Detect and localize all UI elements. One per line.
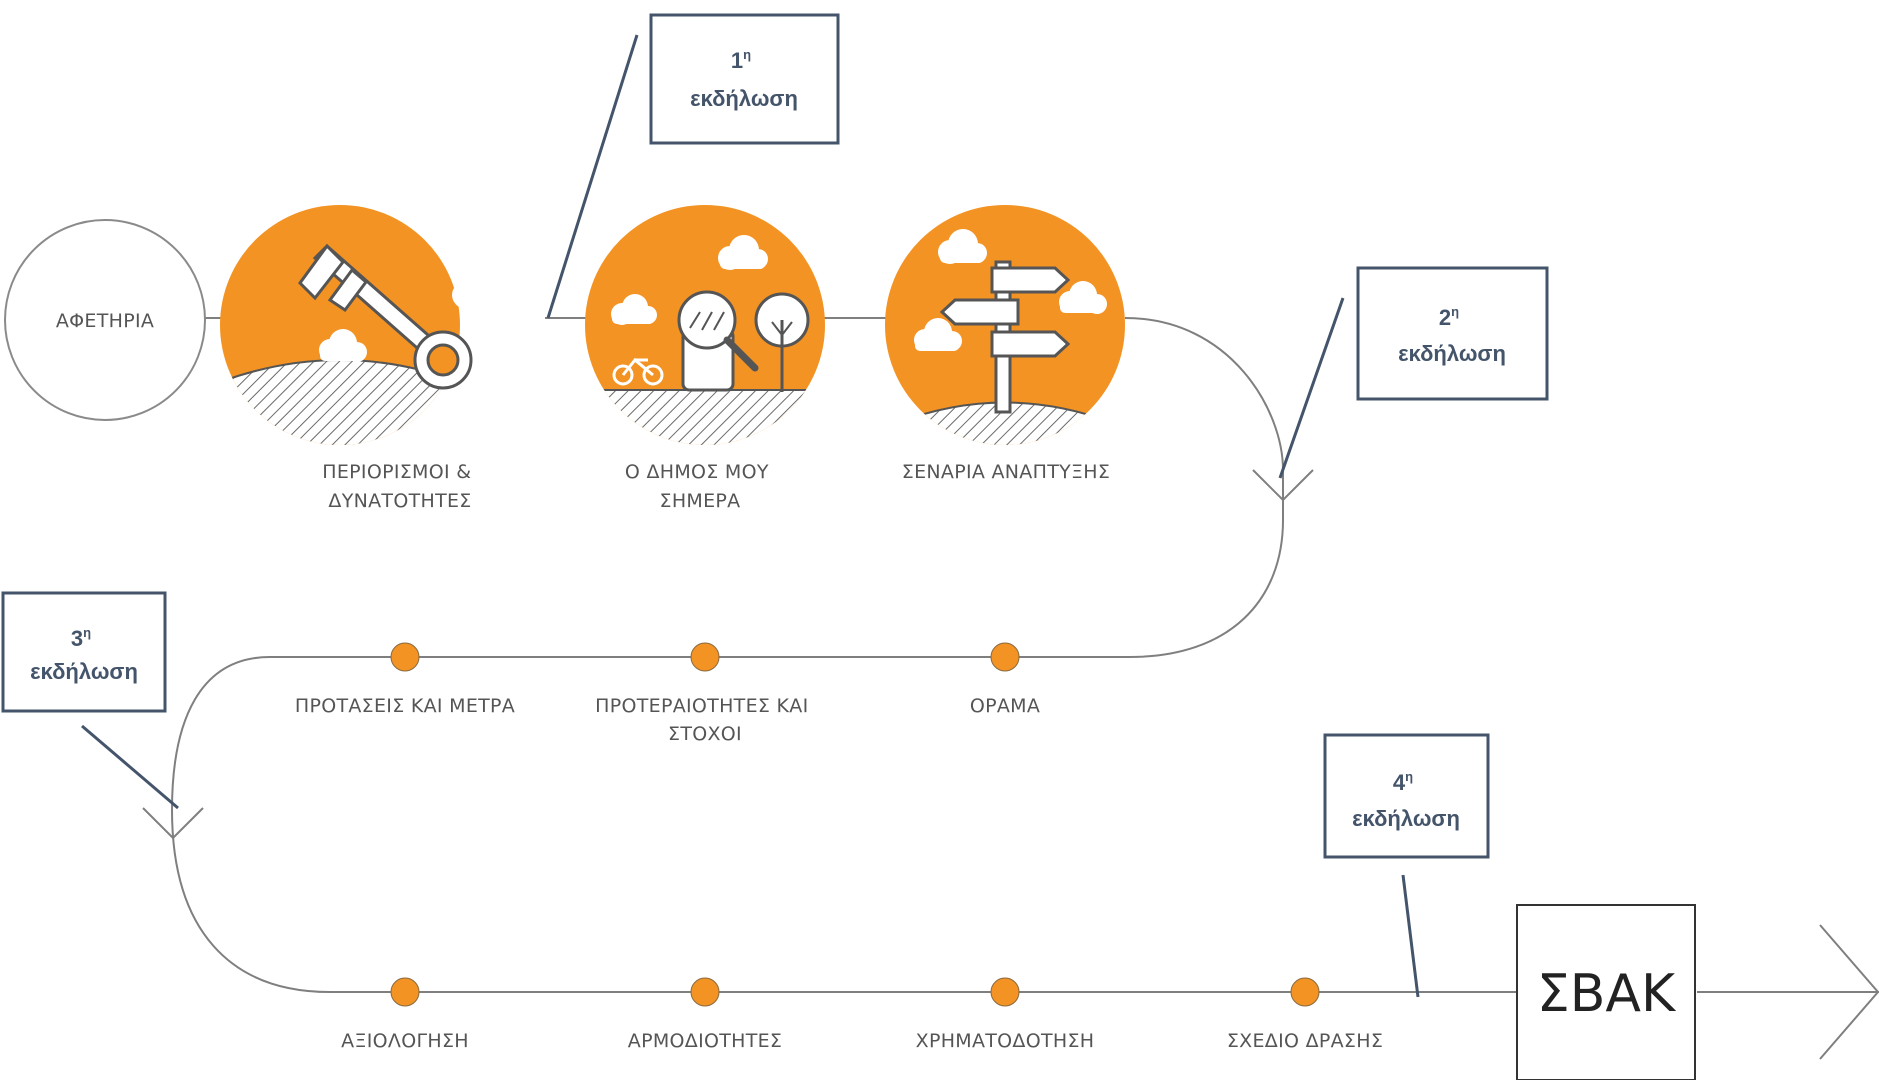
stage-label: ΑΞΙΟΛΟΓΗΣΗ bbox=[341, 1030, 469, 1052]
stage-scenarios-node bbox=[885, 205, 1125, 445]
cloud-icon bbox=[914, 318, 962, 351]
svg-text:4η εκδήλωση: 4η εκδήλωση bbox=[1352, 761, 1460, 831]
stage-dot bbox=[390, 642, 420, 672]
stage-today-node bbox=[585, 205, 825, 445]
svg-text:3η εκδήλωση: 3η εκδήλωση bbox=[30, 617, 138, 684]
stage-label: Ο ΔΗΜΟΣ ΜΟΥ ΣΗΜΕΡΑ bbox=[625, 461, 775, 512]
stage-label: ΟΡΑΜΑ bbox=[970, 695, 1040, 717]
stage-dot bbox=[390, 977, 420, 1007]
cloud-icon bbox=[319, 329, 367, 362]
tree-icon bbox=[754, 292, 810, 392]
stage-label: ΣΧΕΔΙΟ ΔΡΑΣΗΣ bbox=[1227, 1030, 1383, 1052]
stage-label: ΧΡΗΜΑΤΟΔΟΤΗΣΗ bbox=[916, 1030, 1095, 1052]
stage-label: ΑΡΜΟΔΙΟΤΗΤΕΣ bbox=[628, 1030, 782, 1052]
stage-label: ΠΕΡΙΟΡΙΣΜΟΙ & ΔΥΝΑΤΟΤΗΤΕΣ bbox=[322, 461, 477, 512]
stage-dot bbox=[690, 977, 720, 1007]
chevron-down-icon bbox=[142, 807, 204, 840]
event-callout: 1η εκδήλωση bbox=[546, 13, 840, 319]
end-node: ΣΒΑΚ bbox=[1516, 904, 1696, 1080]
svg-text:2η εκδήλωση: 2η εκδήλωση bbox=[1398, 296, 1506, 366]
key-icon bbox=[298, 243, 473, 390]
signpost-icon bbox=[939, 260, 1071, 414]
stage-dot bbox=[1290, 977, 1320, 1007]
chevron-down-icon bbox=[1252, 469, 1314, 502]
magnifier-bus-icon bbox=[677, 290, 759, 392]
event-callout: 4η εκδήλωση bbox=[1323, 733, 1490, 998]
stage-dot bbox=[990, 642, 1020, 672]
cloud-icon bbox=[718, 235, 768, 270]
cloud-icon bbox=[452, 273, 507, 308]
stage-constraints-node bbox=[220, 205, 507, 445]
end-label: ΣΒΑΚ bbox=[1537, 964, 1677, 1024]
stage-dot bbox=[690, 642, 720, 672]
start-node: ΑΦΕΤΗΡΙΑ bbox=[4, 219, 206, 421]
stage-label: ΣΕΝΑΡΙΑ ΑΝΑΠΤΥΞΗΣ bbox=[902, 461, 1110, 483]
event-callout: 3η εκδήλωση bbox=[1, 591, 179, 810]
cloud-icon bbox=[1059, 281, 1107, 314]
cloud-icon bbox=[611, 294, 657, 325]
bicycle-icon bbox=[612, 357, 664, 386]
svg-text:1η εκδήλωση: 1η εκδήλωση bbox=[690, 39, 798, 111]
event-callout: 2η εκδήλωση bbox=[1278, 266, 1549, 479]
stage-dot bbox=[990, 977, 1020, 1007]
stage-label: ΠΡΟΤΑΣΕΙΣ ΚΑΙ ΜΕΤΡΑ bbox=[295, 695, 515, 717]
arrow-right-icon bbox=[1819, 924, 1879, 1060]
stage-label: ΠΡΟΤΕΡΑΙΟΤΗΤΕΣ ΚΑΙ ΣΤΟΧΟΙ bbox=[595, 695, 815, 745]
cloud-icon bbox=[938, 229, 987, 264]
start-label: ΑΦΕΤΗΡΙΑ bbox=[56, 310, 154, 332]
